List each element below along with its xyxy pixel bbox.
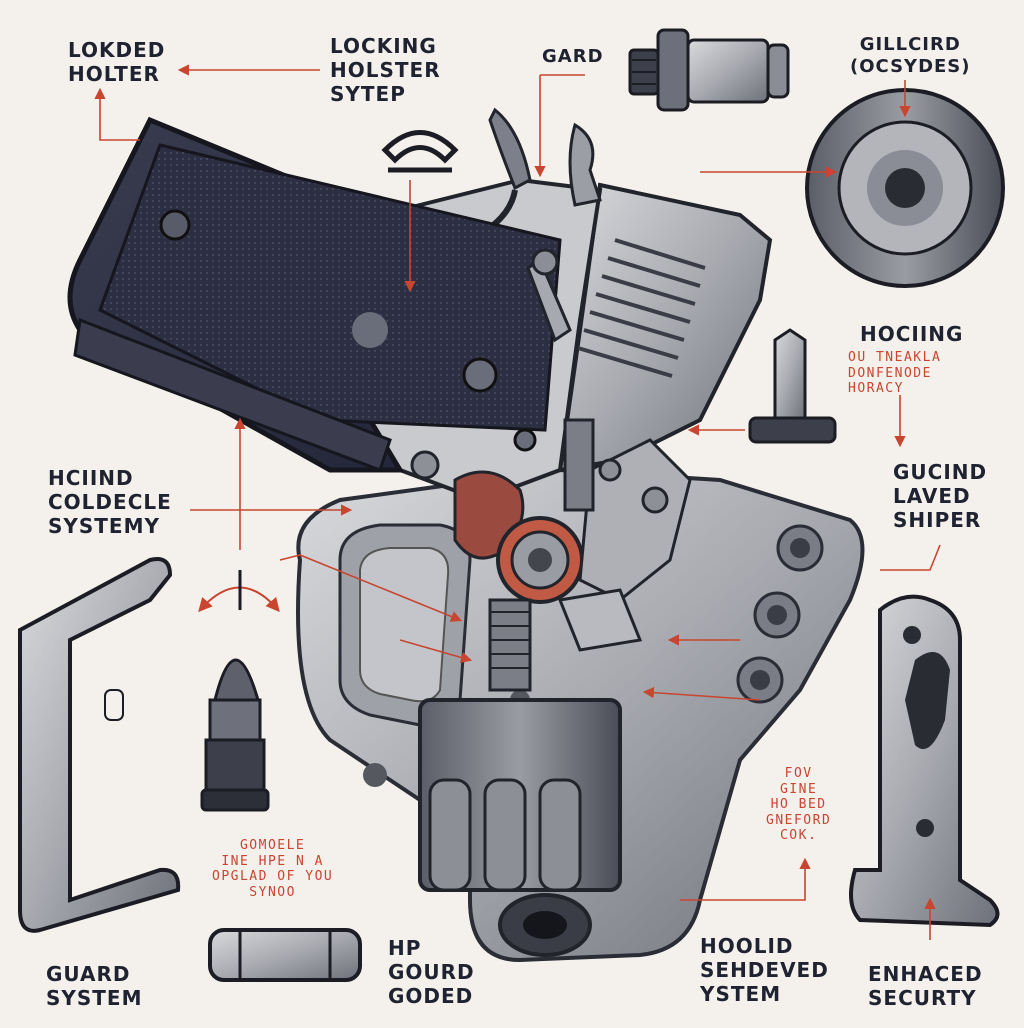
label-locking-holster-system: LOCKING HOLSTER SYTEP: [330, 34, 441, 106]
cylinder-pin: [208, 928, 362, 982]
label-hociing: HOCIING: [860, 322, 964, 346]
callout-arrows: [94, 64, 941, 940]
gillcird-disc: [805, 88, 1005, 288]
bracket-clip: [381, 130, 459, 173]
deflector-arc: [198, 570, 280, 613]
label-hoolid: HOOLID SEHDEVED YSTEM: [700, 934, 829, 1006]
label-gard: GARD: [542, 46, 604, 67]
label-locked-holster: LOKDED HOLTER: [68, 38, 166, 86]
guard-plate-left: [18, 557, 181, 933]
note-gomoele: GOMOELE INE HPE N A OPGLAD OF YOU SYNOO: [212, 838, 334, 900]
gard-part-screw: [628, 28, 790, 112]
label-enhaced: ENHACED SECURTY: [868, 962, 983, 1010]
label-gillcird: GILLCIRD (OCSYDES): [850, 34, 971, 77]
note-fov: FOV GINE HO BED GNEFORD COK.: [766, 766, 832, 844]
locking-mechanism: [410, 418, 692, 692]
hociing-pin: [748, 328, 837, 444]
security-plate-right: [849, 594, 1000, 928]
label-gucind: GUCIND LAVED SHIPER: [893, 460, 988, 532]
label-guard-system: GUARD SYSTEM: [46, 962, 143, 1010]
note-hociing: OU TNEAKLA DONFENODE HORACY: [848, 350, 942, 397]
label-hp-gourd: HP GOURD GODED: [388, 936, 475, 1008]
label-hciind: HCIIND COLDECLE SYSTEMY: [48, 466, 172, 538]
barrel-assembly: [418, 698, 622, 957]
cartridge: [200, 658, 270, 812]
pistol-frame: [67, 107, 773, 503]
